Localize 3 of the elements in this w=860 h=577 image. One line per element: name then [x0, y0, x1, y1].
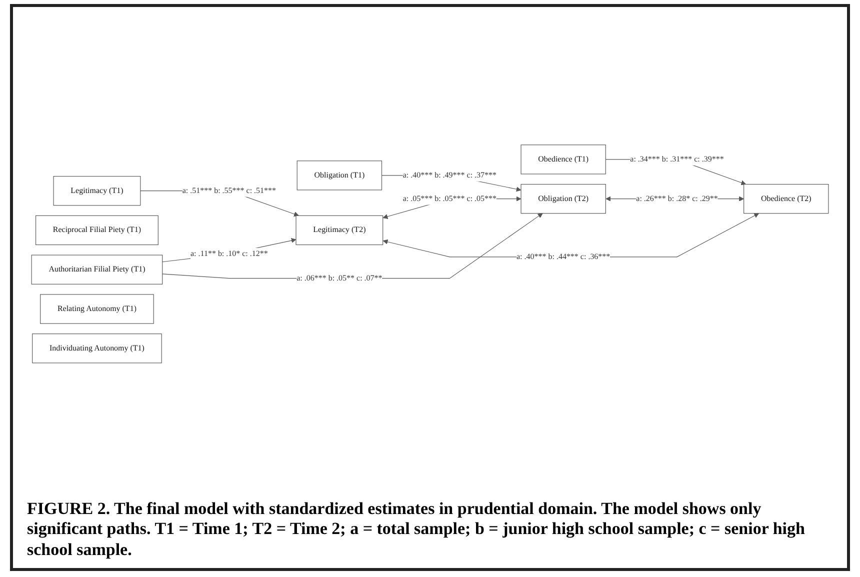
figure-caption: FIGURE 2. The final model with standardized estimates in prudential domain. The model shows only significant paths. T1 = Time 1; T2 = Time 2; a = total sample; b = junior high school sample; c = senior high school sample.: [27, 498, 806, 560]
arrow: [162, 213, 543, 279]
arrow: [162, 238, 296, 262]
